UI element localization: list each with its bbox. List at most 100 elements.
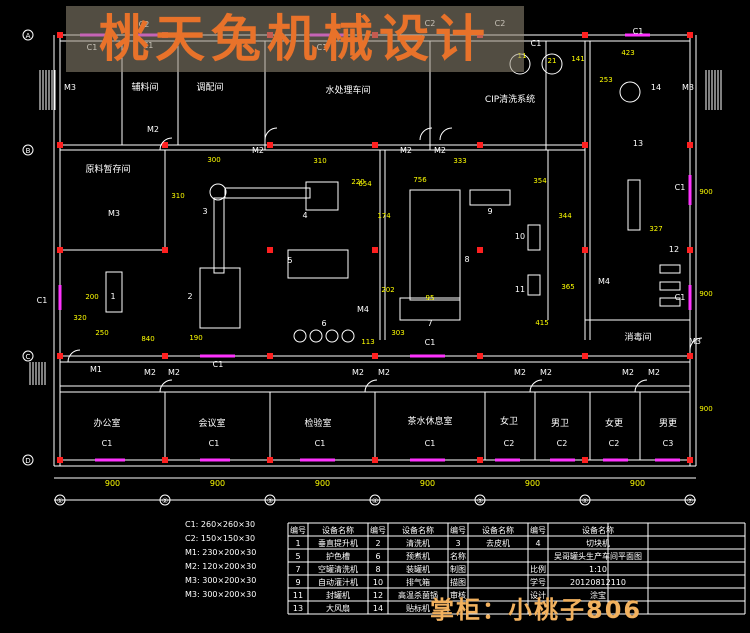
table-cell: 预煮机 (406, 551, 430, 561)
room-label-huiyi: 会议室 (198, 417, 225, 429)
equipment-13 (627, 179, 641, 231)
plan-tag: C1 (209, 439, 220, 448)
equipment-12b (659, 281, 681, 291)
axis-bubble (22, 144, 34, 156)
equipment-9 (469, 189, 511, 206)
equipment-11 (527, 274, 541, 296)
door-swing (364, 379, 378, 393)
table-cell: 4 (535, 539, 540, 548)
structural-column (582, 457, 588, 463)
axis-label-bottom: ⑤ (477, 497, 483, 505)
axis-bubble (369, 494, 381, 506)
table-cell: 贴标机 (406, 603, 430, 613)
table-cell: 护色槽 (326, 551, 350, 561)
legend-entry: M2: 120×200×30 (185, 562, 256, 571)
equipment-4 (305, 181, 339, 211)
axis-label-left: D (25, 457, 30, 465)
dimension-label: 900 (699, 405, 712, 413)
axis-bubble (159, 494, 171, 506)
dimension-label: 200 (85, 293, 98, 301)
dimension-label: 303 (391, 329, 404, 337)
plan-tag: C1 (37, 296, 48, 305)
structural-column (687, 142, 693, 148)
cip-tank (541, 53, 563, 75)
table-header-cell: 设备名称 (322, 525, 354, 535)
axis-bubble (22, 454, 34, 466)
room-label-nanwei: 男卫 (551, 418, 569, 429)
plan-tag: M2 (434, 146, 446, 155)
room-label-bangong: 办公室 (93, 417, 120, 429)
dimension-label: 900 (699, 290, 712, 298)
room-label-nvwei: 女卫 (500, 415, 518, 427)
table-cell: 1:10 (589, 565, 607, 574)
door-swing (159, 137, 173, 151)
table-cell: 20120812110 (570, 578, 626, 587)
equipment-6 (341, 329, 355, 343)
door-swing (159, 379, 173, 393)
dimension-label: 900 (630, 479, 645, 488)
room-label-chashui: 茶水休息室 (407, 415, 452, 427)
structural-column (582, 353, 588, 359)
table-cell: 空罐清洗机 (318, 564, 358, 574)
equipment-3 (209, 183, 227, 201)
structural-column (267, 247, 273, 253)
structural-column (57, 353, 63, 359)
structural-column (162, 457, 168, 463)
axis-bubble (579, 494, 591, 506)
axis-label-bottom: ⑥ (582, 497, 588, 505)
axis-bubble (474, 494, 486, 506)
dimension-label: 900 (420, 479, 435, 488)
plan-tag: M2 (540, 368, 552, 377)
structural-column (372, 353, 378, 359)
table-cell: 名称 (450, 551, 466, 561)
table-header-cell: 编号 (370, 525, 386, 535)
table-cell: 垂直提升机 (318, 538, 358, 548)
plan-tag: C3 (663, 439, 674, 448)
axis-label-bottom: ③ (267, 497, 273, 505)
plan-tag: M2 (378, 368, 390, 377)
equipment-5 (287, 249, 349, 279)
equipment-number: 2 (187, 292, 192, 301)
door-swing (689, 337, 703, 351)
dimension-label: 310 (313, 157, 326, 165)
equipment-6 (325, 329, 339, 343)
watermark-title: 桃天兔机械设计 (66, 6, 524, 72)
table-cell: 10 (373, 578, 383, 587)
dimension-label: 220 (351, 178, 364, 186)
table-cell: 涂宝 (590, 590, 606, 600)
legend-entry: M3: 300×200×30 (185, 590, 256, 599)
table-cell: 封罐机 (326, 590, 350, 600)
table-cell: 排气箱 (406, 577, 430, 587)
table-cell: 描图 (450, 577, 466, 587)
dimension-label: 250 (95, 329, 108, 337)
equipment-number: 9 (487, 207, 492, 216)
table-cell: 3 (455, 539, 460, 548)
equipment-number: 13 (633, 139, 643, 148)
table-cell: 学号 (530, 577, 546, 587)
table-cell: 设计 (530, 590, 546, 600)
room-label-fuliao: 辅料间 (131, 81, 158, 93)
plan-tag: M2 (352, 368, 364, 377)
axis-label-left: A (26, 32, 31, 40)
structural-column (582, 142, 588, 148)
plan-tag: C2 (557, 439, 568, 448)
equipment-12 (659, 264, 681, 274)
legend-entry: M3: 300×200×30 (185, 576, 256, 585)
structural-column (162, 247, 168, 253)
table-header-cell: 设备名称 (482, 525, 514, 535)
plan-tag: M3 (108, 209, 120, 218)
table-cell: 5 (295, 552, 300, 561)
table-cell: 14 (373, 604, 383, 613)
plan-tag: M2 (252, 146, 264, 155)
axis-label-left: C (26, 353, 31, 361)
room-label-nangeng: 男更 (659, 418, 677, 429)
dimension-label: 320 (73, 314, 86, 322)
structural-column (267, 457, 273, 463)
equipment-6 (309, 329, 323, 343)
table-cell: 12 (373, 591, 383, 600)
structural-column (687, 457, 693, 463)
dimension-label: 900 (525, 479, 540, 488)
structural-column (477, 353, 483, 359)
room-label-tiaopei: 调配间 (196, 81, 223, 93)
